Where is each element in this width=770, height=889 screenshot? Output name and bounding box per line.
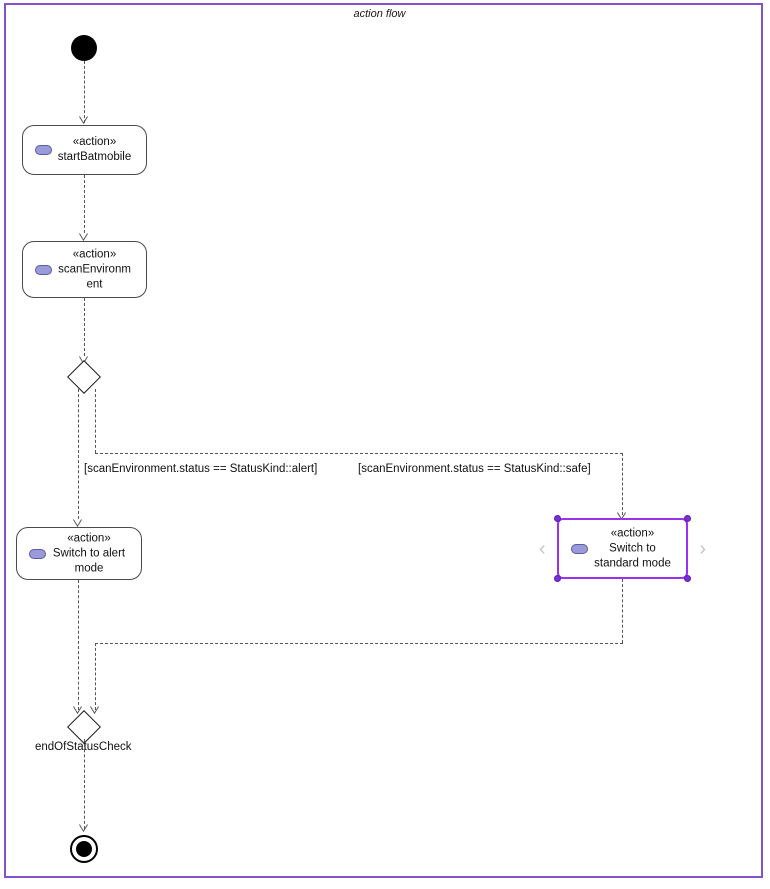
merge-node-label: endOfStatusCheck — [35, 741, 132, 753]
edge-merge-to-final[interactable] — [84, 739, 85, 829]
action-stereotype: «action» — [610, 527, 655, 539]
resize-handle-bottom-right[interactable] — [684, 575, 691, 582]
action-name-line2: ent — [86, 278, 103, 290]
arrowhead-icon — [73, 706, 82, 715]
edge-decision-to-safe-segment1[interactable] — [95, 389, 96, 453]
edge-decision-to-safe-segment3[interactable] — [622, 453, 623, 515]
edge-alert-to-merge[interactable] — [78, 580, 79, 710]
edge-standard-to-merge-segment3[interactable] — [95, 643, 96, 710]
action-icon — [29, 548, 46, 559]
action-stereotype: «action» — [67, 532, 111, 544]
action-node-label: «action» Switch to alert mode — [45, 531, 133, 576]
edge-standard-to-merge-segment2[interactable] — [95, 643, 623, 644]
action-node-switch-alert-mode[interactable]: «action» Switch to alert mode — [16, 527, 142, 580]
arrowhead-icon — [90, 706, 99, 715]
action-name-line2: standard mode — [594, 557, 671, 569]
action-name-line1: Switch to alert — [52, 547, 126, 559]
resize-handle-top-left[interactable] — [554, 515, 561, 522]
edge-decision-to-alert[interactable] — [78, 389, 79, 519]
initial-node[interactable] — [71, 35, 97, 61]
resize-handle-top-right[interactable] — [684, 515, 691, 522]
action-icon — [35, 145, 52, 155]
action-name-line1: scanEnvironm — [58, 263, 131, 275]
action-node-label: «action» scanEnvironm ent — [51, 247, 138, 292]
action-name-line1: Switch to — [609, 542, 656, 554]
action-node-label: «action» Switch to standard mode — [587, 526, 678, 571]
guard-label-alert: [scanEnvironment.status == StatusKind::a… — [84, 463, 318, 475]
action-icon — [571, 543, 588, 554]
edge-decision-to-safe-segment2[interactable] — [95, 453, 623, 454]
final-node-inner — [76, 841, 92, 857]
action-node-scan-environment[interactable]: «action» scanEnvironm ent — [22, 241, 147, 298]
action-name: startBatmobile — [57, 151, 132, 163]
action-stereotype: «action» — [72, 136, 117, 148]
arrowhead-icon — [79, 824, 88, 833]
activity-final-node[interactable] — [70, 835, 98, 863]
edge-scanenvironment-to-decision[interactable] — [84, 298, 85, 356]
action-name-line2: mode — [74, 562, 104, 574]
action-node-label: «action» startBatmobile — [51, 135, 138, 165]
arrowhead-icon — [79, 233, 88, 242]
action-node-start-batmobile[interactable]: «action» startBatmobile — [22, 125, 147, 175]
guard-label-safe: [scanEnvironment.status == StatusKind::s… — [358, 463, 591, 475]
edge-startbatmobile-to-scanenvironment[interactable] — [84, 175, 85, 233]
resize-handle-bottom-left[interactable] — [554, 575, 561, 582]
chevron-left-icon[interactable]: ‹ — [539, 537, 546, 560]
edge-standard-to-merge-segment1[interactable] — [622, 579, 623, 643]
arrowhead-icon — [79, 116, 88, 125]
action-icon — [35, 264, 52, 275]
action-stereotype: «action» — [72, 248, 117, 260]
diagram-title: action flow — [353, 8, 406, 20]
edge-initial-to-startbatmobile[interactable] — [84, 61, 85, 123]
action-node-switch-standard-mode[interactable]: «action» Switch to standard mode ‹ › — [539, 515, 706, 582]
chevron-right-icon[interactable]: › — [699, 537, 706, 560]
arrowhead-icon — [73, 519, 82, 528]
